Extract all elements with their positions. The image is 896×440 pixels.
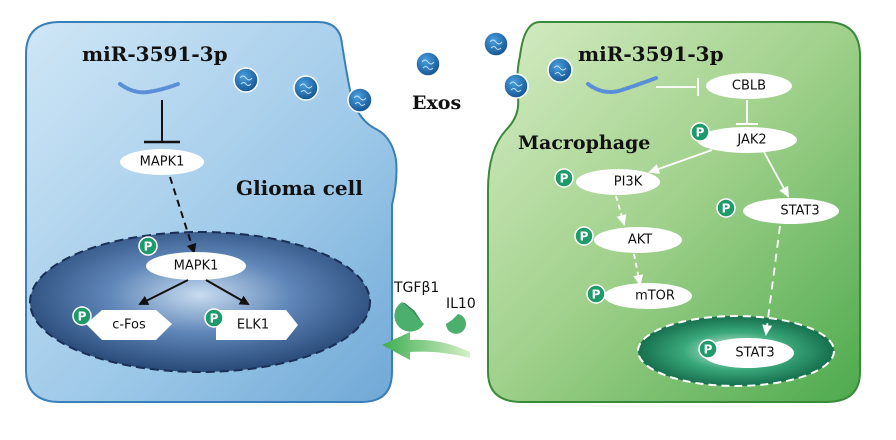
phospho-badge-stat3-nuc: P: [698, 339, 718, 359]
phospho-text: P: [560, 172, 569, 186]
pi3k-label: PI3K: [613, 174, 643, 190]
phospho-text: P: [580, 230, 589, 244]
il10-icon: [446, 314, 466, 334]
phospho-text: P: [592, 288, 601, 302]
arrow-mapk1-translocation: [169, 176, 197, 254]
exosome-icon: [503, 73, 529, 99]
cblb-label: CBLB: [731, 78, 767, 94]
elk1-node: [216, 310, 298, 340]
mirna-squiggle-macrophage: [586, 76, 658, 94]
phospho-badges: P P P P P P P P P: [72, 122, 736, 359]
mtor-label: mTOR: [635, 288, 675, 304]
akt-label: AKT: [627, 232, 653, 248]
arrow-jak2-stat3: [763, 151, 789, 198]
il10-label: IL10: [446, 296, 476, 312]
phospho-badge-cfos: P: [72, 306, 92, 326]
stat3-cyto-node: [743, 198, 839, 224]
elk1-label: ELK1: [236, 317, 270, 333]
glioma-cell-label: Glioma cell: [236, 176, 363, 200]
phospho-badge-stat3-cyto: P: [716, 198, 736, 218]
phospho-text: P: [144, 240, 153, 254]
cytokine-arrow: [382, 332, 470, 360]
phospho-badge-jak2: P: [690, 122, 710, 142]
tgfb1-icon-shape: [394, 302, 424, 332]
stat3-nuc-label: STAT3: [735, 345, 775, 361]
exosome-icon: [483, 31, 509, 57]
arrow-mapk1-elk1: [205, 279, 250, 305]
phospho-text: P: [704, 343, 713, 357]
macrophage-cell-membrane: [487, 21, 861, 403]
arrow-stat3-translocation: [762, 225, 781, 336]
exosome-icon: [233, 67, 259, 93]
exosome-icon: [293, 75, 319, 101]
stat3-cyto-label: STAT3: [780, 203, 820, 219]
phospho-badge-elk1: P: [204, 308, 224, 328]
mapk1-cyto-node: [120, 149, 204, 175]
macrophage-mirna-label: miR-3591-3p: [578, 42, 724, 66]
stat3-nuc-node: [702, 338, 794, 368]
akt-node: [594, 227, 682, 253]
phospho-text: P: [696, 126, 705, 140]
exosome-icon: [347, 87, 373, 113]
jak2-node: [697, 127, 797, 153]
mirna-squiggle-glioma: [118, 82, 180, 95]
mapk1-nuc-node: [146, 252, 246, 280]
jak2-label: JAK2: [737, 132, 767, 148]
pi3k-node: [576, 169, 660, 195]
cblb-node: [706, 73, 792, 99]
arrow-jak2-pi3k: [648, 149, 713, 174]
macrophage-label: Macrophage: [518, 132, 651, 154]
mtor-node: [604, 283, 692, 309]
glioma-mirna-label: miR-3591-3p: [82, 42, 228, 66]
exosome-icon: [547, 57, 573, 83]
arrow-mapk1-cfos: [138, 279, 189, 305]
exosome-icon: [415, 51, 441, 77]
arrow-pi3k-akt: [615, 195, 627, 226]
phospho-text: P: [78, 310, 87, 324]
phospho-badge-akt: P: [574, 226, 594, 246]
phospho-text: P: [722, 202, 731, 216]
tgfb1-label: TGFβ1: [394, 280, 440, 296]
phospho-text: P: [210, 312, 219, 326]
exos-label: Exos: [412, 92, 462, 114]
mapk1-nuc-label: MAPK1: [173, 258, 219, 274]
cfos-node: [86, 310, 172, 340]
mapk1-cyto-label: MAPK1: [139, 154, 185, 170]
exosomes: [233, 31, 573, 113]
phospho-badge-mapk1-nuc: P: [138, 236, 158, 256]
phospho-badge-pi3k: P: [554, 168, 574, 188]
phospho-badge-mtor: P: [586, 284, 606, 304]
cfos-label: c-Fos: [112, 317, 146, 333]
